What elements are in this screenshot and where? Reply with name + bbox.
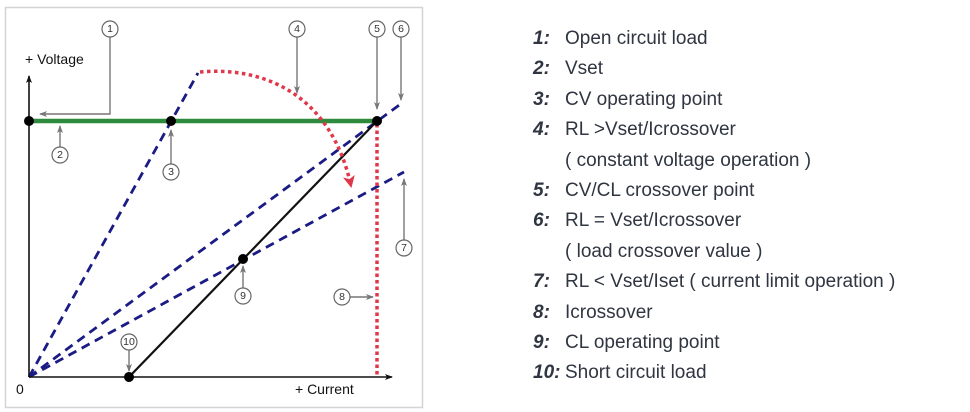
legend-text: CL operating point [565,331,720,353]
svg-text:10: 10 [123,336,135,348]
point-cl-operating [238,254,248,264]
voltage-axis-label: + Voltage [25,51,84,67]
callout-4: 4 [288,20,306,94]
vi-characteristic-diagram: + Voltage + Current 0 1 2 3 4 5 6 7 [4,6,424,409]
legend-number: 6: [533,210,550,232]
legend-number: 1: [533,28,550,49]
legend-number: 5: [533,179,550,201]
load-line-cl [28,170,405,379]
legend-number: 7: [533,271,550,293]
legend-number: 2: [533,58,550,80]
svg-text:4: 4 [294,23,300,35]
callout-10: 10 [120,333,138,372]
legend-number: 10: [533,362,561,384]
svg-text:5: 5 [374,23,380,35]
legend-text: Short circuit load [565,362,707,384]
legend-text: RL = Vset/Icrossover [565,210,742,232]
svg-text:6: 6 [398,23,404,35]
svg-text:7: 7 [401,242,407,254]
callout-1: 1 [39,20,119,117]
svg-text:1: 1 [107,23,113,35]
callout-7: 7 [395,178,413,257]
legend-text: RL < Vset/Iset ( current limit operation… [565,271,896,293]
point-open-circuit [24,116,34,126]
svg-text:8: 8 [339,291,345,303]
load-line-crossover [28,101,403,379]
legend-text: Vset [565,58,604,80]
callout-3: 3 [162,129,180,181]
point-cv-operating [166,116,176,126]
legend-number: 4: [533,119,550,141]
diagram-frame [4,6,424,409]
legend-text: CV/CL crossover point [565,179,755,201]
legend-text: Open circuit load [565,28,708,49]
legend-text: CV operating point [565,88,723,110]
legend-number: 3: [533,88,550,110]
callout-8: 8 [333,288,374,306]
legend-text: ( constant voltage operation ) [565,149,812,171]
point-short-circuit [124,372,134,382]
current-limit-line [128,120,378,378]
current-axis-label: + Current [295,381,354,397]
callout-5: 5 [368,20,386,110]
legend-number: 8: [533,301,550,323]
legend-text: RL >Vset/Icrossover [565,119,736,141]
legend-number: 9: [533,331,550,353]
legend-text: Icrossover [565,301,653,323]
callout-6: 6 [392,20,410,101]
callout-2: 2 [51,125,69,164]
point-crossover [372,116,382,126]
legend-text: ( load crossover value ) [565,240,763,262]
origin-label: 0 [16,381,24,397]
svg-text:3: 3 [168,166,174,178]
callout-9: 9 [234,265,252,305]
svg-text:2: 2 [57,149,63,161]
svg-text:9: 9 [240,290,246,302]
transition-curve-arrow [199,69,355,188]
